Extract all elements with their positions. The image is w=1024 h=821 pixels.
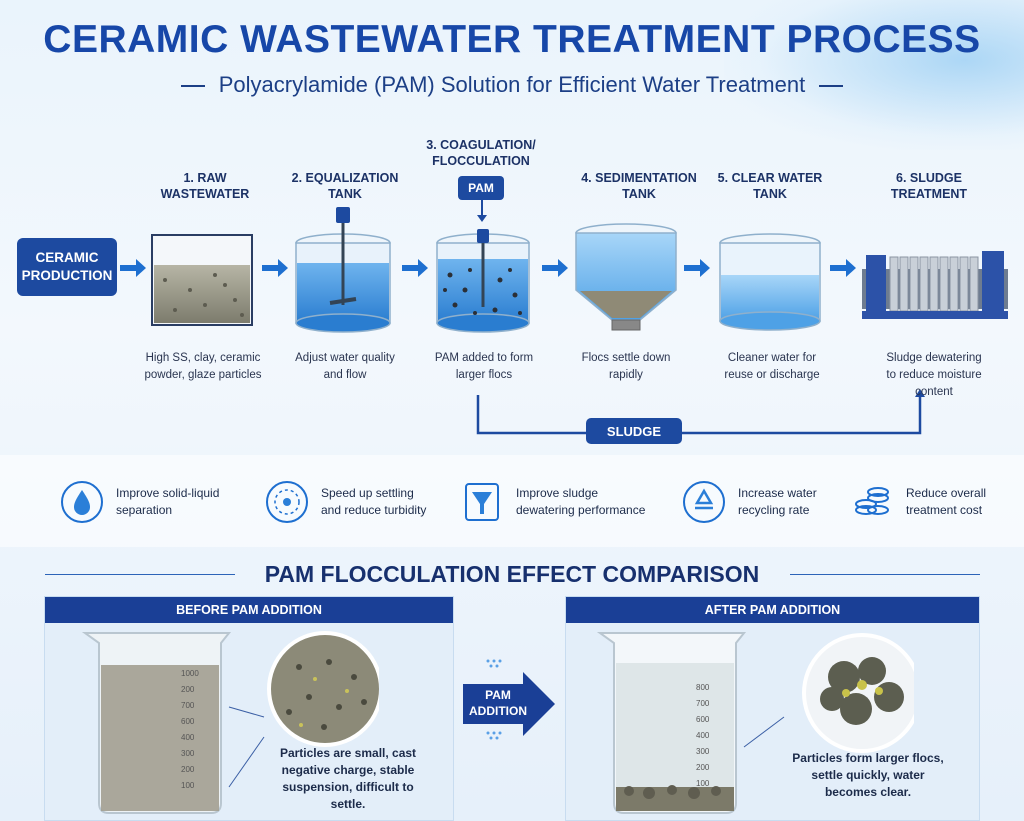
benefit-text: Increase water recycling rate: [738, 486, 817, 517]
scale-mark: 100: [181, 781, 195, 790]
scale-mark: 1000: [181, 669, 199, 678]
benefit-text: Improve sludge dewatering performance: [516, 486, 646, 517]
scale-mark: 700: [181, 701, 195, 710]
benefit-item: Reduce overall treatment cost: [850, 480, 1006, 524]
benefit-item: Improve solid-liquid separation: [60, 480, 226, 524]
scale-mark: 600: [181, 717, 195, 726]
sedimentation-tank: [575, 223, 677, 331]
process-flow-diagram: [120, 207, 1008, 435]
after-scale: 800 700 600 400 300 200 100: [696, 683, 709, 795]
scale-mark: 700: [696, 699, 710, 708]
after-panel-header: AFTER PAM ADDITION: [566, 597, 979, 623]
water-drop-icon: [61, 481, 103, 523]
step-1-label: 1. RAW WASTEWATER: [160, 171, 250, 201]
equalization-tank: [295, 207, 391, 333]
step-6-label: 6. SLUDGE TREATMENT: [890, 171, 968, 201]
before-beaker-illustration: [81, 631, 379, 814]
scale-mark: 300: [181, 749, 195, 758]
divider-right: [790, 574, 980, 575]
filter-icon: [465, 483, 499, 521]
step-5-label: 5. CLEAR WATER TANK: [717, 171, 823, 201]
before-panel-header: BEFORE PAM ADDITION: [45, 597, 453, 623]
filter-press-machine: [862, 251, 1008, 319]
after-panel: AFTER PAM ADDITION 800 700 600 400 300 2…: [565, 596, 980, 821]
dots-top-icon: [486, 659, 502, 668]
ceramic-production-box: CERAMIC PRODUCTION: [17, 238, 117, 296]
divider-left: [45, 574, 235, 575]
scale-mark: 800: [696, 683, 710, 692]
raw-wastewater-tank: [151, 234, 253, 326]
page-subtitle: Polyacrylamide (PAM) Solution for Effici…: [0, 72, 1024, 98]
benefit-item: Increase water recycling rate: [682, 480, 834, 524]
benefit-text: Reduce overall treatment cost: [906, 486, 987, 517]
scale-mark: 400: [696, 731, 710, 740]
step-2-label: 2. EQUALIZATION TANK: [291, 171, 399, 201]
scale-mark: 200: [181, 685, 195, 694]
dots-bottom-icon: [486, 731, 502, 740]
benefit-text: Speed up settling and reduce turbidity: [321, 486, 427, 517]
before-scale: 1000 200 700 600 400 300 200 100: [181, 669, 199, 797]
benefit-item: Improve sludge dewatering performance: [460, 480, 646, 524]
pam-addition-arrow-icon: [463, 672, 555, 736]
step-1-desc: High SS, clay, ceramic powder, glaze par…: [144, 352, 262, 381]
scale-mark: 400: [181, 733, 195, 742]
scale-mark: 600: [696, 715, 710, 724]
step-6-desc: Sludge dewatering to reduce moisture con…: [886, 352, 982, 398]
page-title: CERAMIC WASTEWATER TREATMENT PROCESS: [43, 18, 981, 61]
step-4-desc: Flocs settle down rapidly: [581, 352, 671, 381]
step-3-desc: PAM added to form larger flocs: [434, 352, 534, 381]
pam-down-arrow-icon: [477, 200, 487, 222]
sludge-tag: SLUDGE: [586, 418, 682, 444]
scale-mark: 200: [696, 763, 710, 772]
benefit-item: Speed up settling and reduce turbidity: [265, 480, 431, 524]
before-panel: BEFORE PAM ADDITION 1000 200 700 600 400…: [44, 596, 454, 821]
benefits-band: [0, 455, 1024, 547]
scale-mark: 200: [181, 765, 195, 774]
after-description: Particles form larger flocs, settle quic…: [792, 751, 944, 799]
scale-mark: 300: [696, 747, 710, 756]
recycle-icon: [683, 481, 725, 523]
before-description: Particles are small, cast negative charg…: [279, 746, 417, 811]
subtitle-text: Polyacrylamide (PAM) Solution for Effici…: [218, 72, 806, 97]
benefit-text: Improve solid-liquid separation: [116, 486, 220, 517]
step-4-label: 4. SEDIMENTATION TANK: [581, 171, 697, 201]
coagulation-tank: [436, 229, 530, 333]
pam-tag: PAM: [458, 176, 504, 200]
coins-icon: [855, 487, 889, 515]
pam-addition-label: PAM ADDITION: [469, 688, 527, 718]
after-beaker-illustration: [596, 632, 914, 814]
step-2-desc: Adjust water quality and flow: [295, 352, 395, 381]
clear-water-tank: [719, 233, 821, 331]
settling-icon: [266, 481, 308, 523]
water-splash-decoration: [724, 0, 1024, 150]
step-3-label: 3. COAGULATION/ FLOCCULATION: [426, 138, 536, 168]
scale-mark: 100: [696, 779, 710, 788]
comparison-title: PAM FLOCCULATION EFFECT COMPARISON: [264, 561, 760, 587]
step-5-desc: Cleaner water for reuse or discharge: [724, 352, 820, 381]
